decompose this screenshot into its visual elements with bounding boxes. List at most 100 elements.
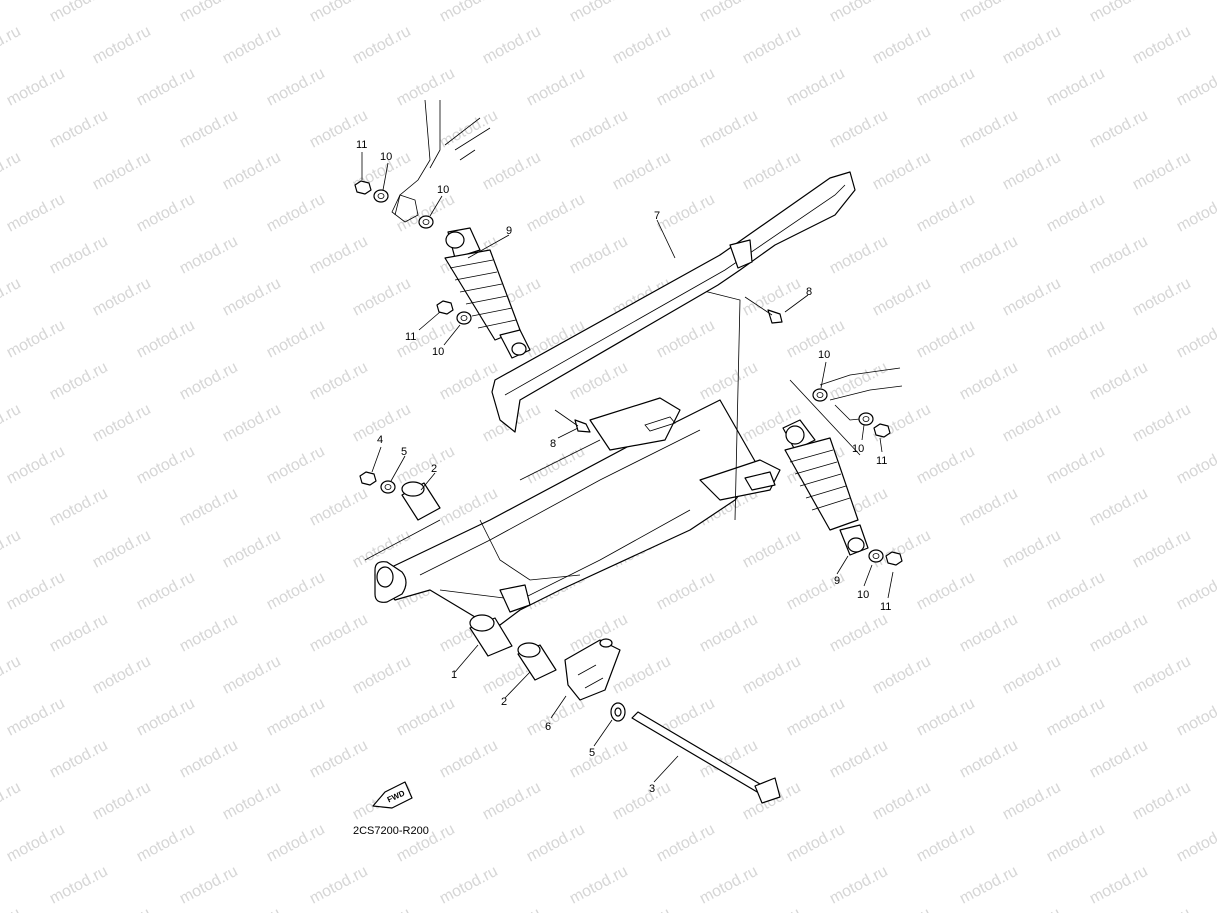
- watermark-text: motod.ru: [90, 905, 154, 913]
- collar-upper: [402, 482, 440, 520]
- watermark-text: motod.ru: [47, 0, 111, 26]
- callout-4: 4: [377, 434, 383, 446]
- watermark-text: motod.ru: [480, 23, 544, 68]
- watermark-text: motod.ru: [220, 23, 284, 68]
- watermark-text: motod.ru: [697, 611, 761, 656]
- callout-2: 2: [431, 463, 437, 475]
- watermark-text: motod.ru: [957, 359, 1021, 404]
- watermark-text: motod.ru: [350, 653, 414, 698]
- watermark-text: motod.ru: [4, 191, 68, 236]
- watermark-text: motod.ru: [610, 905, 674, 913]
- watermark-text: motod.ru: [1174, 317, 1217, 362]
- watermark-text: motod.ru: [90, 275, 154, 320]
- watermark-text: motod.ru: [610, 779, 674, 824]
- watermark-text: motod.ru: [0, 401, 24, 446]
- watermark-text: motod.ru: [0, 275, 24, 320]
- watermark-text: motod.ru: [740, 653, 804, 698]
- watermark-text: motod.ru: [870, 149, 934, 194]
- watermark-text: motod.ru: [220, 905, 284, 913]
- watermark-text: motod.ru: [914, 443, 978, 488]
- watermark-text: motod.ru: [437, 863, 501, 908]
- watermark-text: motod.ru: [1130, 401, 1194, 446]
- callout-5: 5: [589, 747, 595, 759]
- callout-10: 10: [380, 151, 392, 163]
- watermark-text: motod.ru: [437, 359, 501, 404]
- watermark-text: motod.ru: [4, 443, 68, 488]
- watermark-text: motod.ru: [870, 401, 934, 446]
- watermark-text: motod.ru: [220, 779, 284, 824]
- watermark-text: motod.ru: [1044, 569, 1108, 614]
- callout-1: 1: [451, 669, 457, 681]
- callout-11: 11: [356, 139, 367, 151]
- watermark-text: motod.ru: [90, 401, 154, 446]
- watermark-text: motod.ru: [567, 863, 631, 908]
- watermark-text: motod.ru: [264, 821, 328, 866]
- watermark-text: motod.ru: [1087, 107, 1151, 152]
- watermark-text: motod.ru: [220, 275, 284, 320]
- watermark-text: motod.ru: [47, 107, 111, 152]
- watermark-text: motod.ru: [177, 863, 241, 908]
- callout-10: 10: [432, 346, 444, 358]
- watermark-text: motod.ru: [4, 695, 68, 740]
- watermark-text: motod.ru: [1000, 779, 1064, 824]
- callout-11: 11: [880, 601, 891, 613]
- watermark-text: motod.ru: [0, 23, 24, 68]
- watermark-text: motod.ru: [870, 527, 934, 572]
- watermark-text: motod.ru: [740, 905, 804, 913]
- watermark-text: motod.ru: [870, 779, 934, 824]
- watermark-text: motod.ru: [697, 0, 761, 26]
- watermark-text: motod.ru: [307, 737, 371, 782]
- watermark-text: motod.ru: [1000, 401, 1064, 446]
- watermark-text: motod.ru: [784, 821, 848, 866]
- callout-5: 5: [401, 446, 407, 458]
- watermark-text: motod.ru: [47, 485, 111, 530]
- watermark-text: motod.ru: [1000, 149, 1064, 194]
- watermark-text: motod.ru: [4, 569, 68, 614]
- watermark-text: motod.ru: [220, 653, 284, 698]
- watermark-text: motod.ru: [350, 275, 414, 320]
- watermark-text: motod.ru: [1087, 485, 1151, 530]
- callout-8: 8: [806, 286, 812, 298]
- watermark-text: motod.ru: [957, 107, 1021, 152]
- watermark-text: motod.ru: [307, 359, 371, 404]
- watermark-text: motod.ru: [350, 905, 414, 913]
- watermark-text: motod.ru: [1044, 443, 1108, 488]
- watermark-text: motod.ru: [220, 149, 284, 194]
- watermark-text: motod.ru: [957, 233, 1021, 278]
- watermark-text: motod.ru: [1087, 0, 1151, 26]
- watermark-text: motod.ru: [134, 65, 198, 110]
- watermark-text: motod.ru: [1130, 905, 1194, 913]
- watermark-text: motod.ru: [914, 191, 978, 236]
- watermark-text: motod.ru: [134, 695, 198, 740]
- watermark-text: motod.ru: [1130, 275, 1194, 320]
- watermark-text: motod.ru: [740, 149, 804, 194]
- callout-3: 3: [649, 783, 655, 795]
- watermark-text: motod.ru: [784, 695, 848, 740]
- watermark-text: motod.ru: [134, 443, 198, 488]
- watermark-text: motod.ru: [1174, 821, 1217, 866]
- watermark-text: motod.ru: [654, 317, 718, 362]
- watermark-text: motod.ru: [220, 527, 284, 572]
- watermark-text: motod.ru: [134, 569, 198, 614]
- watermark-text: motod.ru: [827, 863, 891, 908]
- watermark-text: motod.ru: [0, 527, 24, 572]
- watermark-text: motod.ru: [177, 0, 241, 26]
- watermark-text: motod.ru: [394, 317, 458, 362]
- watermark-text: motod.ru: [1174, 443, 1217, 488]
- watermark-text: motod.ru: [134, 317, 198, 362]
- watermark-text: motod.ru: [914, 569, 978, 614]
- watermark-text: motod.ru: [177, 485, 241, 530]
- watermark-text: motod.ru: [784, 317, 848, 362]
- watermark-text: motod.ru: [1087, 359, 1151, 404]
- watermark-text: motod.ru: [1174, 569, 1217, 614]
- watermark-text: motod.ru: [177, 737, 241, 782]
- watermark-text: motod.ru: [827, 611, 891, 656]
- watermark-text: motod.ru: [567, 107, 631, 152]
- drawing-code: 2CS7200-R200: [353, 825, 429, 837]
- callout-10: 10: [437, 184, 449, 196]
- watermark-text: motod.ru: [437, 0, 501, 26]
- watermark-text: motod.ru: [827, 233, 891, 278]
- watermark-text: motod.ru: [4, 821, 68, 866]
- watermark-text: motod.ru: [870, 905, 934, 913]
